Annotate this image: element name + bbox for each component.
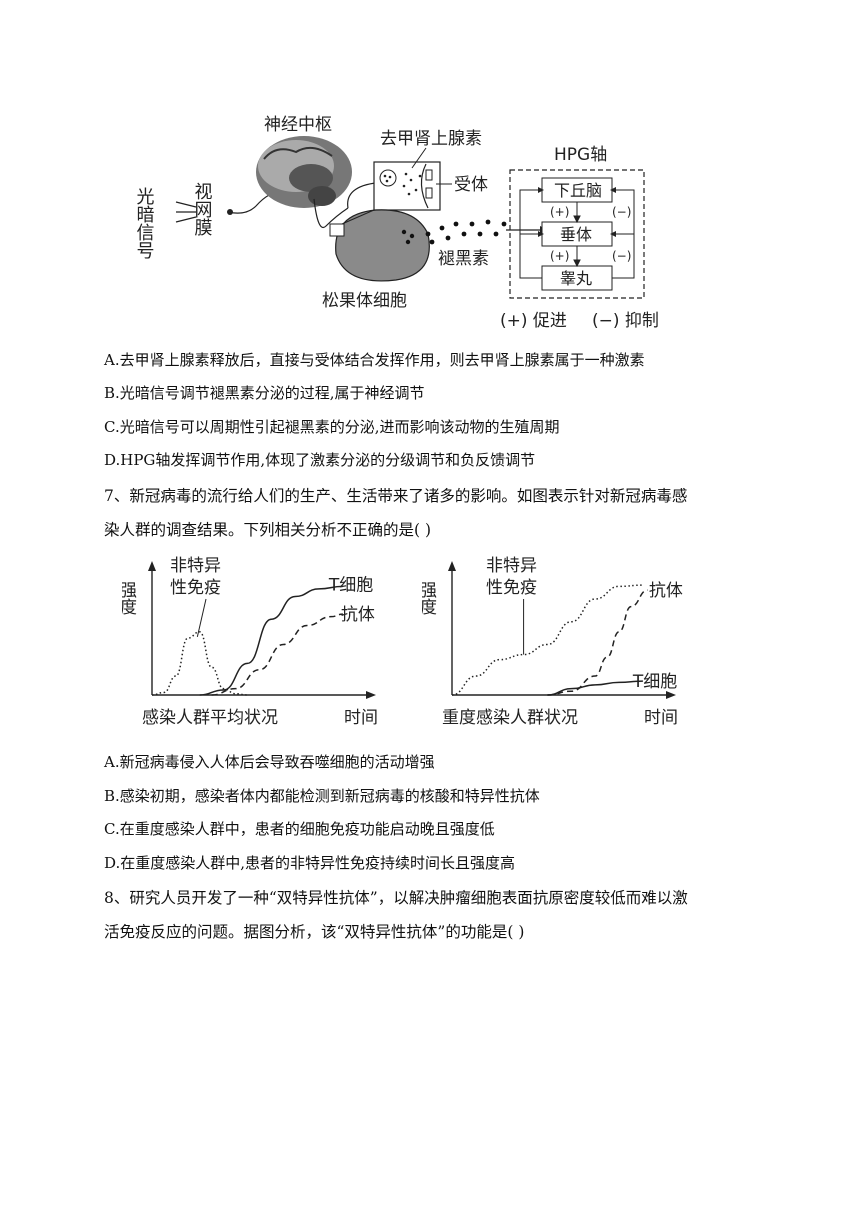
feedback-arrowheads — [538, 187, 616, 237]
pituitary-label: 垂体 — [560, 225, 592, 244]
melatonin-label: 褪黑素 — [438, 249, 489, 269]
y-axis-label: 强度 — [422, 581, 437, 615]
nerve-center-label: 神经中枢 — [264, 115, 332, 135]
plus-label-1: (+) — [550, 205, 569, 219]
series-label-tcell: T细胞 — [632, 672, 677, 692]
pituitary-box — [541, 221, 613, 247]
hypothalamus-label: 下丘脑 — [554, 181, 602, 200]
chart-subtitle: 重度感染人群状况 — [442, 708, 578, 728]
annotation-line1: 非特异 — [486, 556, 537, 576]
pineal-zoom-box — [329, 223, 345, 237]
series-line-2 — [547, 589, 648, 696]
light-arrows — [175, 201, 197, 223]
x-axis-arrow — [366, 691, 376, 699]
series-line-3 — [547, 680, 643, 696]
hpg-axis-label: HPG轴 — [554, 145, 607, 165]
annotation-line2: 性免疫 — [486, 578, 537, 598]
synapse-inset — [373, 161, 441, 211]
retina-text: 视网膜 — [192, 182, 213, 236]
series-line-2 — [199, 585, 343, 696]
pineal-cell-label: 松果体细胞 — [322, 291, 407, 311]
promote-arrows — [573, 202, 581, 268]
y-axis-arrow — [148, 561, 156, 571]
legend-inhibit: (−) 抑制 — [592, 311, 659, 331]
hpg-axis-box — [509, 169, 645, 299]
x-axis-arrow — [666, 691, 676, 699]
q7-option-d: D.在重度感染人群中,患者的非特异性免疫持续时间长且强度高 — [104, 854, 516, 872]
q8-stem-line2: 活免疫反应的问题。据图分析，该“双特异性抗体”的功能是( ) — [104, 923, 525, 941]
series-label-antibody: 抗体 — [341, 605, 375, 625]
annotation-line2: 性免疫 — [170, 578, 221, 598]
minus-label-2: (−) — [612, 249, 631, 263]
q6-option-c: C.光暗信号可以周期性引起褪黑素的分泌,进而影响该动物的生殖周期 — [104, 418, 560, 436]
q7-stem-line1: 7、新冠病毒的流行给人们的生产、生活带来了诸多的影响。如图表示针对新冠病毒感 — [104, 487, 688, 505]
hypothalamus-box — [541, 177, 613, 203]
synapse-dot — [227, 209, 233, 215]
legend-promote: (+) 促进 — [500, 311, 567, 331]
minus-label-1: (−) — [612, 205, 631, 219]
light-signal-text: 光暗信号 — [136, 187, 155, 260]
brain-icon — [256, 136, 352, 208]
vesicle — [379, 169, 397, 187]
plus-label-2: (+) — [550, 249, 569, 263]
series-line-3 — [211, 613, 343, 696]
q7-stem-line2: 染人群的调查结果。下列相关分析不正确的是( ) — [104, 521, 432, 539]
testis-label: 睾丸 — [560, 269, 592, 288]
feedback-lines — [519, 189, 635, 279]
neurotransmitter-dots — [383, 172, 422, 196]
y-axis-arrow — [448, 561, 456, 571]
q8-stem-line1: 8、研究人员开发了一种“双特异性抗体”，以解决肿瘤细胞表面抗原密度较低而难以激 — [104, 889, 688, 907]
q6-option-b: B.光暗信号调节褪黑素分泌的过程,属于神经调节 — [104, 384, 425, 402]
q7-option-c: C.在重度感染人群中，患者的细胞免疫功能启动晚且强度低 — [104, 820, 495, 838]
annotation-pointer — [196, 598, 207, 638]
hpg-axis-diagram: 光暗信号 视网膜 神经中枢 去甲肾上腺素 受体 松果体细胞 — [136, 115, 659, 331]
sympathetic-nerve — [313, 198, 349, 228]
q6-option-a: A.去甲肾上腺素释放后，直接与受体结合发挥作用，则去甲肾上腺素属于一种激素 — [104, 351, 645, 369]
q7-option-a: A.新冠病毒侵入人体后会导致吞噬细胞的活动增强 — [104, 753, 435, 771]
melatonin-dots — [401, 219, 507, 245]
series-line-1 — [151, 631, 248, 696]
annotation-line1: 非特异 — [170, 556, 221, 576]
series-line-1 — [451, 584, 643, 696]
x-axis-label: 时间 — [344, 708, 378, 728]
chart-subtitle: 感染人群平均状况 — [142, 708, 278, 728]
series-label-tcell: T细胞 — [328, 575, 373, 595]
series-label-antibody: 抗体 — [649, 581, 683, 601]
x-axis-label: 时间 — [644, 708, 678, 728]
norepinephrine-label: 去甲肾上腺素 — [380, 129, 482, 149]
y-axis-label: 强度 — [122, 581, 137, 615]
light-signal-label: 光暗信号 — [136, 187, 155, 260]
receptor-label: 受体 — [454, 175, 488, 195]
q7-option-b: B.感染初期，感染者体内都能检测到新冠病毒的核酸和特异性抗体 — [104, 787, 540, 805]
q6-option-d: D.HPG轴发挥调节作用,体现了激素分泌的分级调节和负反馈调节 — [104, 451, 536, 469]
